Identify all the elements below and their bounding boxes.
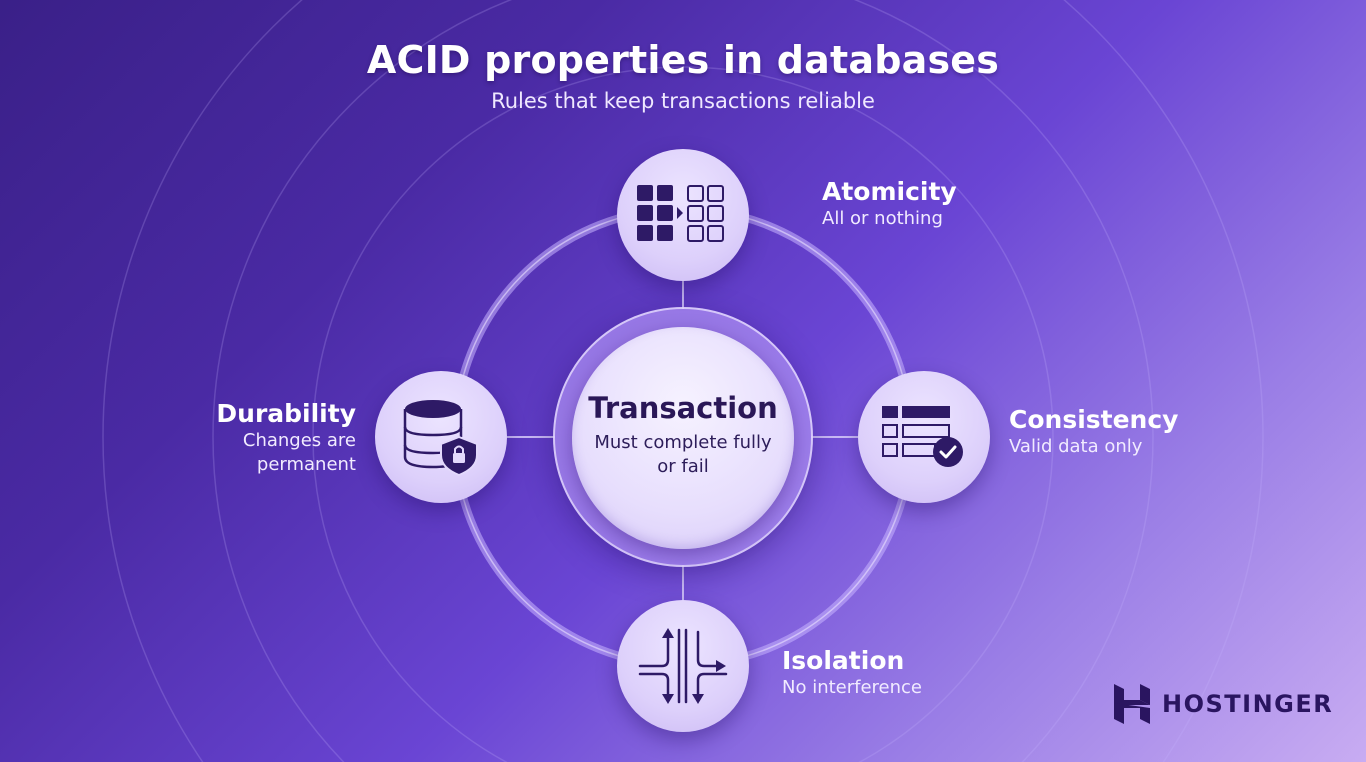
atomicity-node (617, 149, 749, 281)
table-check-icon (882, 406, 963, 467)
page-subtitle: Rules that keep transactions reliable (491, 89, 875, 113)
atomicity-description: All or nothing (822, 208, 943, 229)
transaction-description: Must complete fully or fail (594, 432, 772, 477)
atomicity-label: Atomicity All or nothing (822, 177, 957, 231)
isolation-label: Isolation No interference (782, 646, 922, 700)
durability-node (375, 371, 507, 503)
grid-transfer-icon (637, 185, 724, 242)
atomicity-title: Atomicity (822, 177, 957, 206)
durability-description: Changes are permanent (242, 430, 356, 475)
isolation-description: No interference (782, 677, 923, 698)
database-lock-icon (403, 400, 478, 477)
hostinger-logo-icon (1114, 684, 1150, 724)
consistency-node (858, 371, 990, 503)
transaction-title: Transaction (588, 391, 778, 425)
separated-arrows-icon (638, 628, 728, 704)
consistency-title: Consistency (1009, 405, 1179, 434)
page-title: ACID properties in databases (366, 38, 1000, 82)
transaction-core: Transaction Must complete fully or fail (572, 327, 794, 549)
isolation-title: Isolation (782, 646, 905, 675)
brand-name: HOSTINGER (1162, 690, 1334, 718)
hostinger-logo: HOSTINGER (1114, 684, 1333, 724)
isolation-node (617, 600, 749, 732)
durability-label: Durability Changes are permanent (190, 399, 356, 477)
durability-title: Durability (216, 399, 356, 428)
consistency-label: Consistency Valid data only (1009, 405, 1178, 459)
consistency-description: Valid data only (1009, 436, 1143, 457)
